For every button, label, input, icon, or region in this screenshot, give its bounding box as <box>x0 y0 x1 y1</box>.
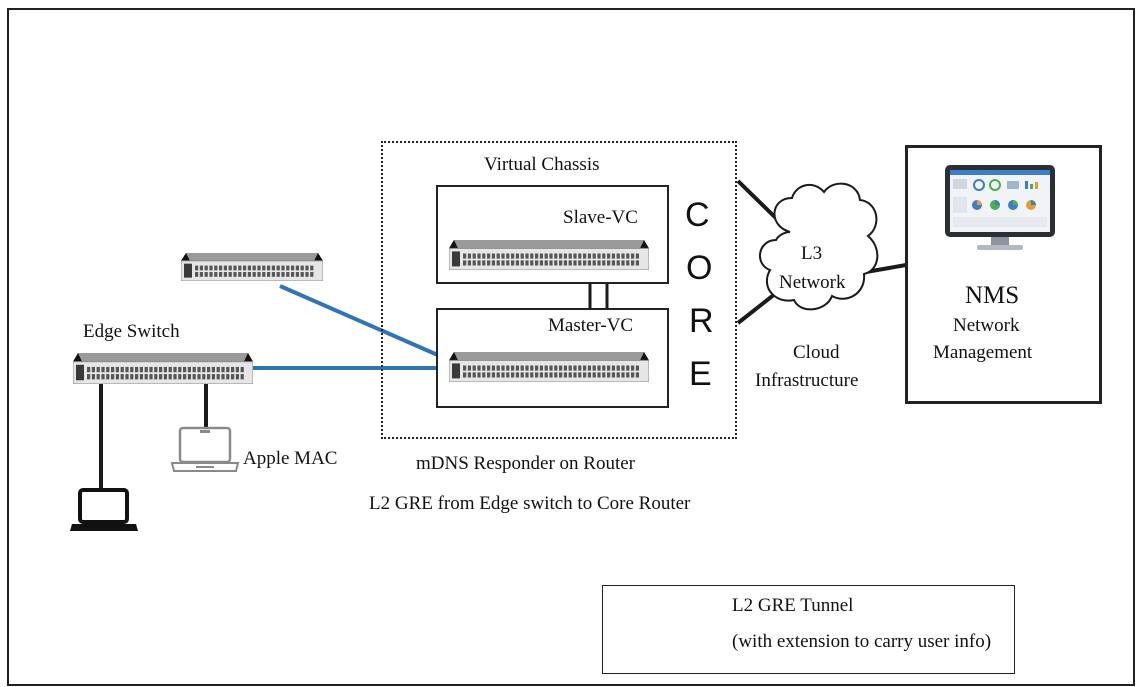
l2gre-caption: L2 GRE from Edge switch to Core Router <box>369 493 691 514</box>
virtual-chassis-label: Virtual Chassis <box>484 154 600 175</box>
core-letter-o: O <box>686 249 713 287</box>
virtual-chassis-box <box>381 141 737 439</box>
slave-vc-switch-icon <box>449 240 649 270</box>
master-vc-label: Master-VC <box>548 315 634 336</box>
legend-line2: (with extension to carry user info) <box>732 631 992 652</box>
nms-title: NMS <box>965 282 1020 309</box>
cloud-label-network: Network <box>779 272 846 293</box>
nms-subtitle-line2: Management <box>933 342 1033 363</box>
cloud-label: Cloud <box>793 342 840 363</box>
legend-box: L2 GRE Tunnel (with extension to carry u… <box>602 585 1015 674</box>
gre-tunnel-top-switch <box>279 284 441 358</box>
access-switch-icon <box>181 253 323 281</box>
legend-line1: L2 GRE Tunnel <box>732 595 854 616</box>
edge-switch-label: Edge Switch <box>83 321 180 342</box>
nms-subtitle-line1: Network <box>953 315 1020 336</box>
mdns-caption: mDNS Responder on Router <box>416 453 636 474</box>
apple-mac-icon <box>170 426 240 472</box>
monitor-icon <box>945 165 1055 250</box>
infrastructure-label: Infrastructure <box>755 370 859 391</box>
laptop-icon <box>70 488 138 531</box>
cloud-icon <box>759 182 879 311</box>
edge-switch-icon <box>73 353 253 384</box>
master-vc-switch-icon <box>449 352 649 382</box>
apple-mac-label: Apple MAC <box>243 448 338 469</box>
cloud-label-l3: L3 <box>801 243 823 264</box>
core-letter-e: E <box>689 355 712 393</box>
nms-box: NMS Network Management <box>905 145 1102 404</box>
cloud-nms-link <box>865 263 907 274</box>
diagram-frame <box>7 8 1135 686</box>
slave-vc-label: Slave-VC <box>563 207 638 228</box>
core-letter-c: C <box>685 196 710 234</box>
core-letter-r: R <box>689 302 714 340</box>
